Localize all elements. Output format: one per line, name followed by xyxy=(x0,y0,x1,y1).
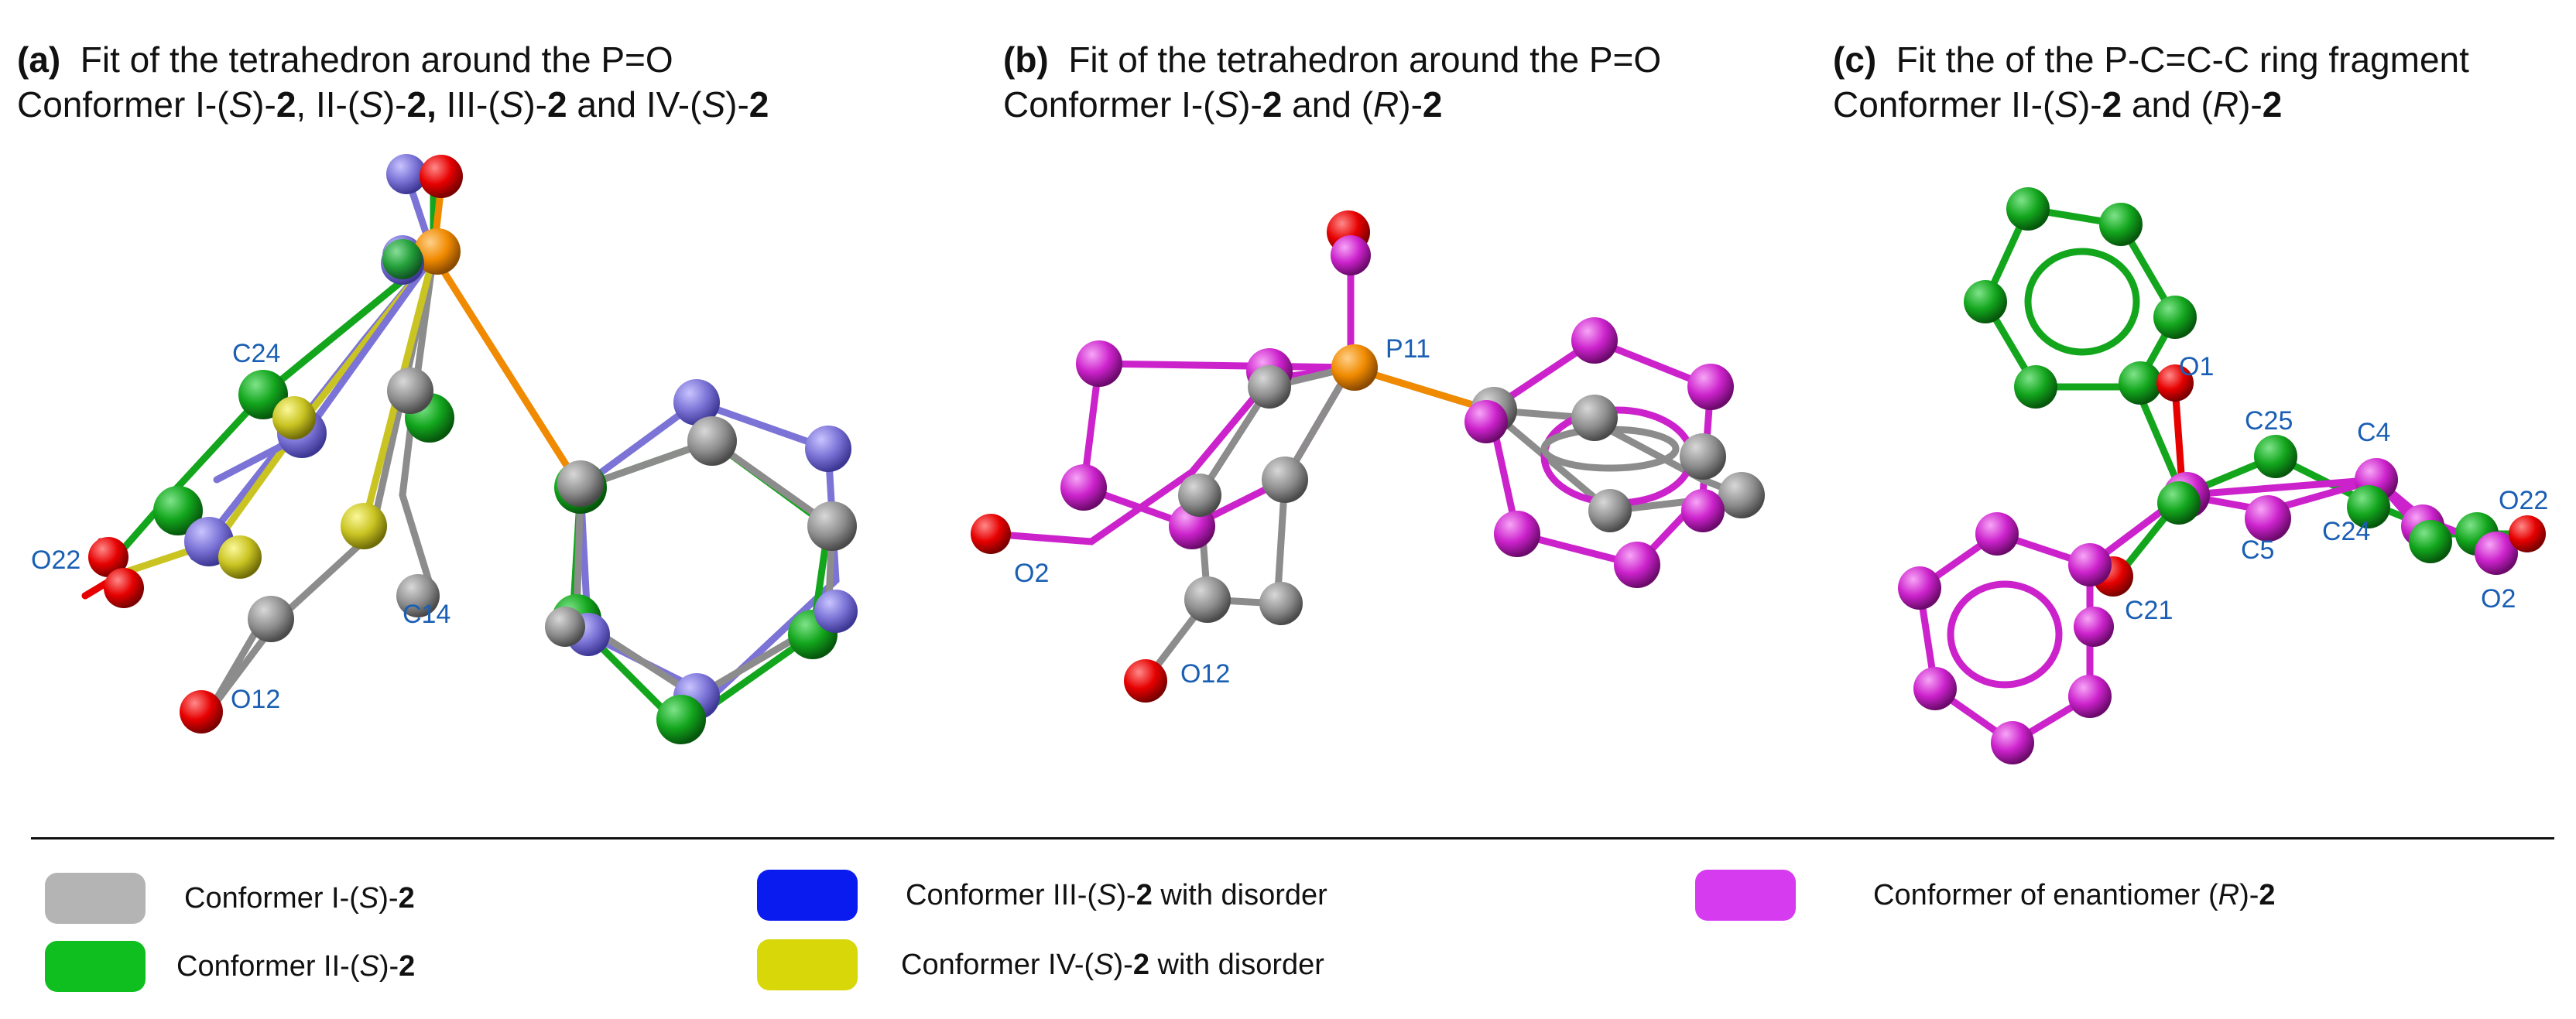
panel-b-tag: (b) xyxy=(1003,39,1049,80)
atom-label-c21: C21 xyxy=(2125,596,2173,625)
atom-label-c24: C24 xyxy=(232,339,280,368)
legend-divider xyxy=(31,837,2554,839)
atom-label-o22: O22 xyxy=(31,545,80,575)
legend-swatch-magenta xyxy=(1695,870,1796,921)
panel-a-title: (a) Fit of the tetrahedron around the P=… xyxy=(17,37,769,127)
panel-c-title: (c) Fit the of the P-C=C-C ring fragment… xyxy=(1833,37,2469,127)
panel-c-tag: (c) xyxy=(1833,39,1877,80)
molecule-overlays: C24 O22 C14 O12 xyxy=(31,154,2548,764)
atom-label-c14: C14 xyxy=(402,600,450,629)
atom-label-c24: C24 xyxy=(2322,517,2370,546)
atom-label-o22: O22 xyxy=(2499,486,2548,515)
panel-c-heading: Fit the of the P-C=C-C ring fragment xyxy=(1896,39,2469,80)
panel-b-title-line1: (b) Fit of the tetrahedron around the P=… xyxy=(1003,37,1661,82)
legend-swatch-yellow xyxy=(757,939,858,990)
legend-label: Conformer IV-(S)-2 with disorder xyxy=(901,949,1324,981)
panel-a-heading: Fit of the tetrahedron around the P=O xyxy=(80,39,673,80)
atom-label-c5: C5 xyxy=(2241,535,2274,565)
legend-swatch-gray xyxy=(45,873,146,924)
legend-label: Conformer of enantiomer (R)-2 xyxy=(1873,879,2276,911)
legend-swatch-green xyxy=(45,941,146,992)
panel-a-title-line2: Conformer I-(S)-2, II-(S)-2, III-(S)-2 a… xyxy=(17,84,769,125)
panel-c-title-line1: (c) Fit the of the P-C=C-C ring fragment xyxy=(1833,37,2469,82)
atom-label-o1: O1 xyxy=(2179,352,2214,381)
molecule-panel-a: C24 O22 C14 O12 xyxy=(31,154,858,744)
molecule-panel-c: O1 C25 C4 O22 C24 C5 O2 C21 xyxy=(1898,187,2548,764)
legend-label: Conformer III-(S)-2 with disorder xyxy=(906,879,1327,911)
panel-a-tag: (a) xyxy=(17,39,61,80)
panel-b-heading: Fit of the tetrahedron around the P=O xyxy=(1068,39,1662,80)
panel-a-title-line1: (a) Fit of the tetrahedron around the P=… xyxy=(17,37,769,82)
atom-label-o12: O12 xyxy=(1180,659,1230,689)
atom-label-c25: C25 xyxy=(2245,406,2293,436)
atom-label-o2: O2 xyxy=(1014,559,1049,588)
atom-label-p11: P11 xyxy=(1386,334,1430,364)
molecule-panel-b: P11 O2 O12 xyxy=(971,210,1765,703)
atom-label-o12: O12 xyxy=(231,685,280,714)
panel-b-title-line2: Conformer I-(S)-2 and (R)-2 xyxy=(1003,84,1443,125)
legend-label: Conformer I-(S)-2 xyxy=(184,882,415,915)
panel-b-title: (b) Fit of the tetrahedron around the P=… xyxy=(1003,37,1661,127)
legend-label: Conformer II-(S)-2 xyxy=(176,950,416,983)
panel-c-title-line2: Conformer II-(S)-2 and (R)-2 xyxy=(1833,84,2283,125)
legend-swatch-blue xyxy=(757,870,858,921)
atom-label-c4: C4 xyxy=(2357,418,2390,447)
atom-label-o2: O2 xyxy=(2481,584,2516,614)
